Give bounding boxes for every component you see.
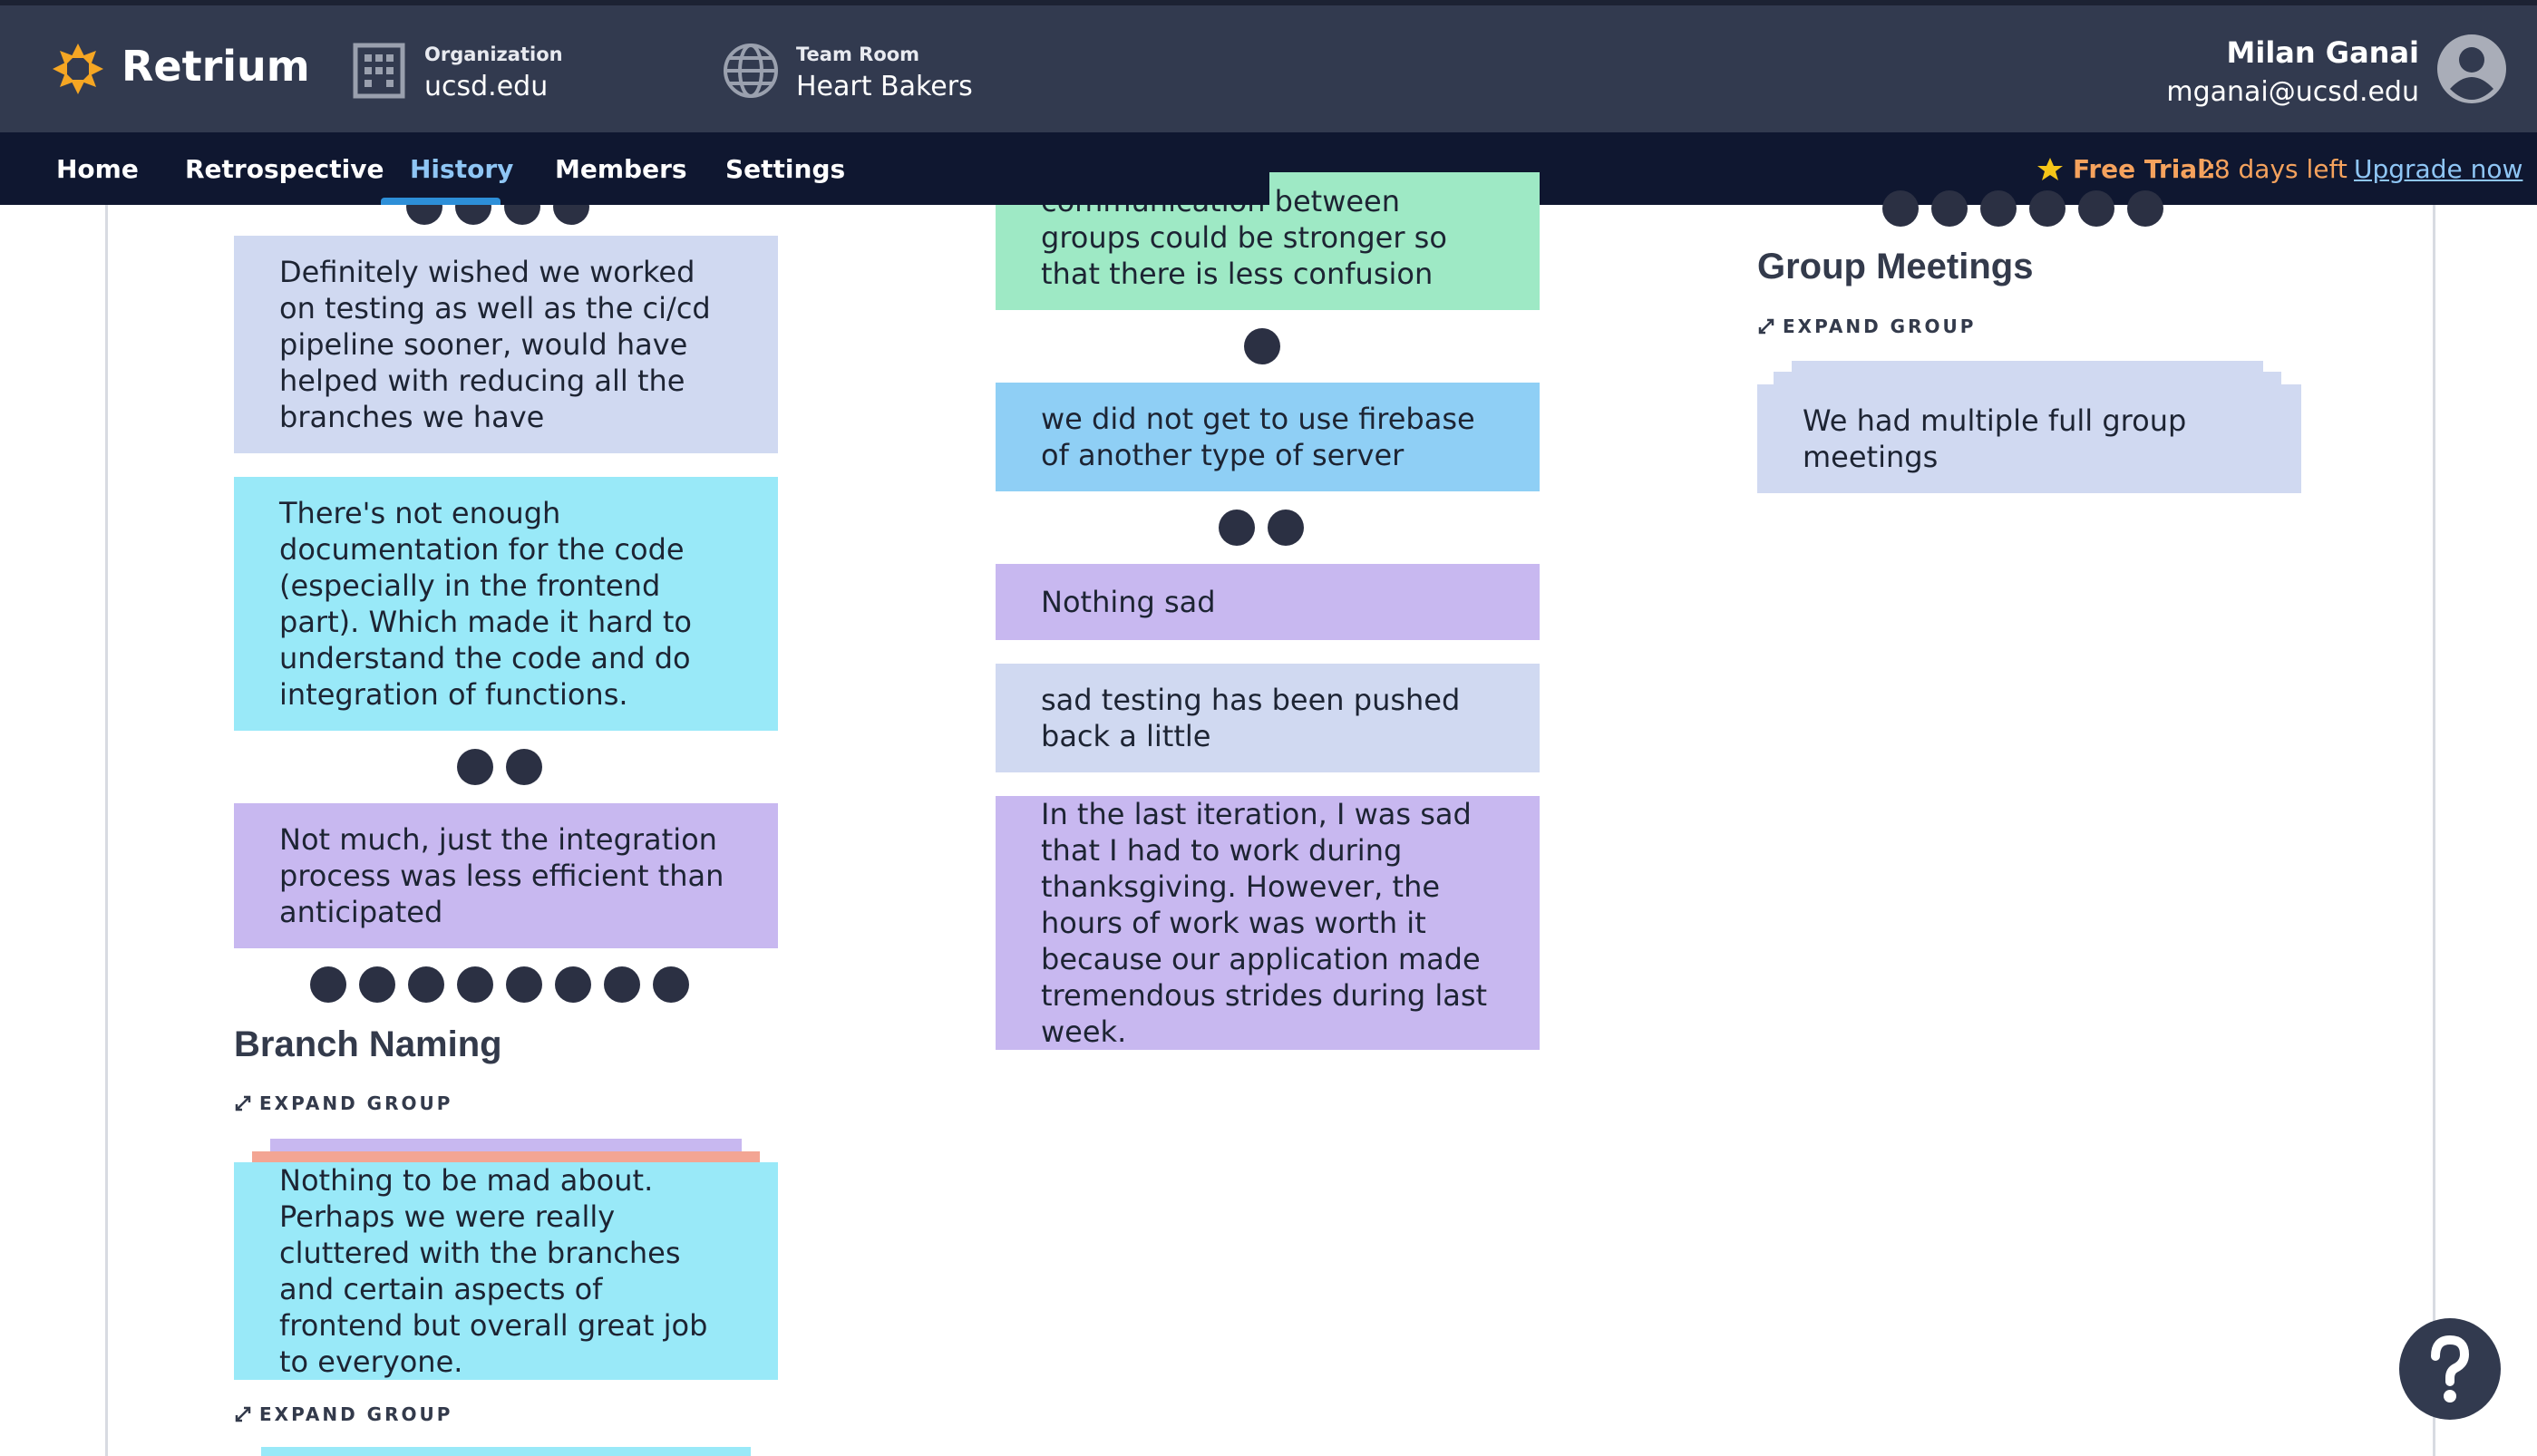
question-mark-icon [2431, 1335, 2470, 1403]
group-title: Branch Naming [234, 1024, 502, 1064]
retrium-logo-icon[interactable] [49, 40, 107, 98]
card-text: We had multiple full group meetings [1803, 403, 2187, 474]
expand-group-button[interactable]: EXPAND GROUP [234, 1403, 452, 1425]
vote-dot [604, 966, 640, 1003]
expand-group-button[interactable]: EXPAND GROUP [1757, 315, 1976, 337]
vote-dot [457, 966, 493, 1003]
expand-icon [235, 1406, 251, 1422]
card-text: Nothing to be mad about. Perhaps we were… [279, 1163, 708, 1379]
retro-card[interactable]: There's not enough documentation for the… [234, 477, 778, 731]
organization-label: Organization [424, 44, 563, 65]
team-room-label: Team Room [796, 44, 920, 65]
card-text: Not much, just the integration process w… [279, 822, 724, 929]
card-text: sad testing has been pushed back a littl… [1041, 683, 1461, 753]
nav-history-label[interactable]: History [410, 154, 514, 184]
expand-group-label: EXPAND GROUP [259, 1403, 453, 1425]
retro-card[interactable]: we did not get to use firebase of anothe… [996, 383, 1540, 491]
expand-group-label: EXPAND GROUP [259, 1092, 453, 1114]
vote-dot [310, 966, 346, 1003]
vote-dot [1931, 190, 1968, 227]
retro-card[interactable]: Nothing to be mad about. Perhaps we were… [234, 1162, 778, 1380]
organization-value[interactable]: ucsd.edu [424, 71, 549, 102]
vote-dot [1980, 190, 2017, 227]
trial-days-left: 28 days left [2198, 154, 2347, 184]
vote-dot [359, 966, 395, 1003]
retro-board [105, 205, 2435, 1456]
vote-dots [310, 966, 689, 1003]
star-icon [2037, 158, 2063, 180]
stacked-card-layer [261, 1447, 751, 1456]
active-tab-underline [381, 198, 501, 205]
retro-card[interactable]: sad testing has been pushed back a littl… [996, 664, 1540, 772]
vote-dot [2127, 190, 2163, 227]
vote-dots [1219, 510, 1304, 546]
vote-dot [653, 966, 689, 1003]
retro-card[interactable]: Definitely wished we worked on testing a… [234, 236, 778, 453]
nav-settings-label[interactable]: Settings [725, 154, 846, 184]
vote-dot [506, 749, 542, 785]
retro-card[interactable]: In the last iteration, I was sad that I … [996, 796, 1540, 1050]
group-title: Group Meetings [1757, 247, 2034, 286]
vote-dot [408, 966, 444, 1003]
retro-card[interactable]: Nothing sad [996, 564, 1540, 640]
expand-group-label: EXPAND GROUP [1783, 315, 1977, 337]
help-button[interactable] [2399, 1318, 2501, 1420]
team-room-value[interactable]: Heart Bakers [796, 71, 973, 102]
vote-dot [1268, 510, 1304, 546]
expand-icon [1758, 318, 1774, 335]
vote-dots [1882, 190, 2163, 227]
vote-dots [1244, 328, 1280, 364]
user-email: mganai@ucsd.edu [2166, 76, 2419, 108]
window-edge [0, 0, 2537, 5]
free-trial-label: Free Trial: [2073, 154, 2216, 184]
brand-name[interactable]: Retrium [122, 42, 310, 91]
vote-dot [457, 749, 493, 785]
top-header: Retrium Organization ucsd.edu Team Room … [0, 5, 2537, 132]
retro-card[interactable]: Not much, just the integration process w… [234, 803, 778, 948]
vote-dot [1882, 190, 1919, 227]
user-name[interactable]: Milan Ganai [2226, 35, 2420, 70]
vote-dot [1244, 328, 1280, 364]
upgrade-now-link[interactable]: Upgrade now [2354, 154, 2523, 184]
vote-dot [1219, 510, 1255, 546]
retro-card[interactable]: We had multiple full group meetings [1757, 384, 2301, 493]
card-text: Definitely wished we worked on testing a… [279, 255, 711, 434]
nav-retrospective-label[interactable]: Retrospective [185, 154, 384, 184]
nav-home-label[interactable]: Home [56, 154, 139, 184]
expand-icon [235, 1095, 251, 1111]
vote-dot [2029, 190, 2066, 227]
card-text: There's not enough documentation for the… [279, 496, 692, 712]
vote-dots [457, 749, 542, 785]
nav-mask: Home Retrospective History Members Setti… [0, 132, 1269, 205]
nav-members-label[interactable]: Members [555, 154, 687, 184]
vote-dot [506, 966, 542, 1003]
card-text: In the last iteration, I was sad that I … [1041, 797, 1488, 1049]
expand-group-button[interactable]: EXPAND GROUP [234, 1092, 452, 1114]
card-text: we did not get to use firebase of anothe… [1041, 402, 1475, 472]
vote-dot [555, 966, 591, 1003]
avatar-icon[interactable] [2435, 33, 2508, 105]
card-text: Nothing sad [1041, 585, 1216, 619]
building-icon [353, 43, 405, 99]
vote-dot [2078, 190, 2114, 227]
globe-icon [724, 44, 778, 98]
